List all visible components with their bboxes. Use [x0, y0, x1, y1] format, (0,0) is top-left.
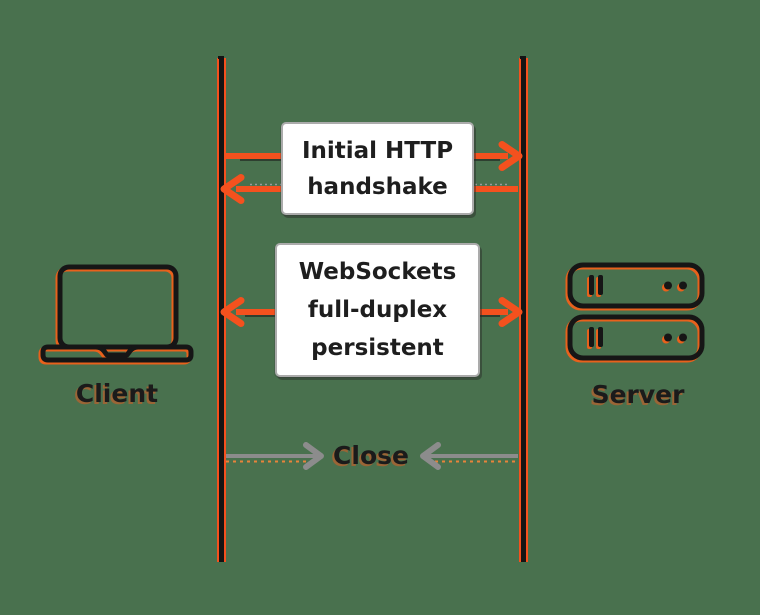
- http-handshake-label-line2: handshake: [307, 173, 448, 200]
- server-label: Server: [591, 380, 685, 409]
- client-label: Client: [75, 379, 159, 408]
- message-box-websockets: WebSockets full-duplex persistent: [275, 243, 480, 377]
- close-arrow-right: [420, 442, 518, 470]
- message-box-http-handshake: Initial HTTP handshake: [281, 122, 474, 215]
- http-handshake-label-line1: Initial HTTP: [301, 137, 454, 164]
- close-label: Close: [333, 441, 409, 470]
- close-arrow-left: [226, 442, 324, 470]
- websockets-label-line2: full-duplex: [307, 297, 448, 323]
- laptop-icon: [41, 267, 191, 362]
- server-lifeline: [519, 56, 528, 562]
- server-rack-icon: [568, 265, 702, 360]
- websockets-label-line3: persistent: [311, 335, 444, 361]
- websockets-label-line1: WebSockets: [298, 259, 457, 285]
